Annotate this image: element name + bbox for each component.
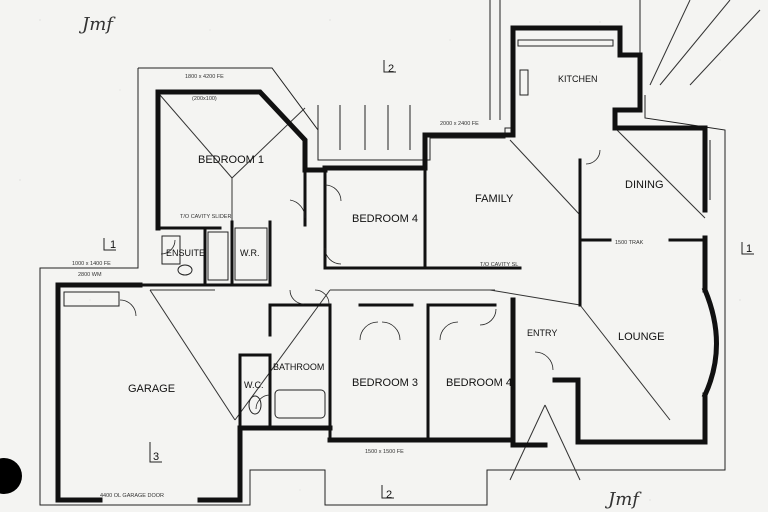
room-wc: W.C. [244,380,264,390]
note-2800: 2800 WM [78,272,102,278]
note-1500: 1500 x 1500 FE [365,449,404,455]
section-mark-right: 1 [746,243,752,255]
note-trak: 1500 TRAK [615,240,644,246]
signature-top: Jmf [78,14,116,35]
room-entry: ENTRY [527,328,557,338]
section-mark-top: 2 [388,63,394,75]
note-200-100: (200x100) [192,96,217,102]
section-mark-left: 1 [110,239,116,251]
room-garage: GARAGE [128,383,175,395]
exterior-walls [55,25,719,503]
room-kitchen: KITCHEN [558,74,598,84]
door-swings [119,149,601,410]
section-mark-garage: 3 [153,451,159,463]
room-family: FAMILY [475,193,514,205]
section-mark-bottom: 2 [386,489,392,501]
room-lounge: LOUNGE [618,331,664,343]
scan-noise [19,19,741,501]
windows [59,105,711,420]
note-garage-door: 4400 OL GARAGE DOOR [100,493,164,499]
room-bedroom-4-bottom: BEDROOM 4 [446,377,512,389]
dimension-notes: 1800 x 4200 FE (200x100) 2000 x 2400 FE … [72,74,644,499]
room-bedroom-3: BEDROOM 3 [352,377,418,389]
room-dining: DINING [625,179,664,191]
room-bathroom: BATHROOM [273,362,324,372]
signature-bottom: Jmf [604,489,642,510]
punch-hole-mark [0,458,22,494]
note-1800-4200: 1800 x 4200 FE [185,74,224,80]
note-1000-1400: 1000 x 1400 FE [72,261,111,267]
room-ensuite: ENSUITE [166,248,205,258]
interior-walls [138,158,707,442]
note-cavity-slider: T/O CAVITY SLIDER [180,214,231,220]
roof-outline [39,0,726,506]
note-2000-2400: 2000 x 2400 FE [440,121,479,127]
room-wr: W.R. [240,248,260,258]
note-cavity-sl: T/O CAVITY SL [480,262,518,268]
section-marks: 2 2 1 1 3 [103,60,754,501]
room-labels: BEDROOM 1 ENSUITE W.R. BEDROOM 4 FAMILY … [128,74,664,395]
room-bedroom-4-top: BEDROOM 4 [352,213,418,225]
fixtures [63,39,614,419]
room-bedroom-1: BEDROOM 1 [198,154,264,166]
